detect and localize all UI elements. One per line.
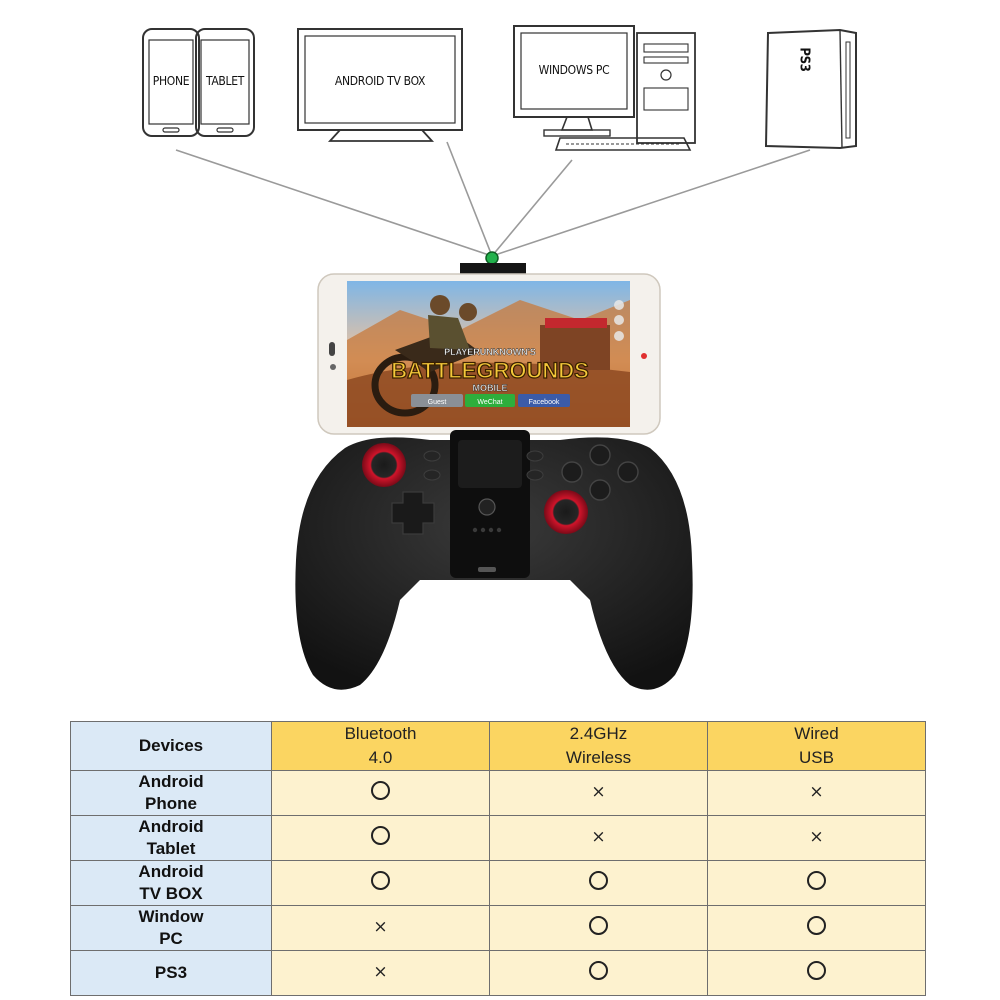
devices-header: Devices xyxy=(70,721,272,771)
home-button[interactable] xyxy=(478,498,496,516)
dpad[interactable] xyxy=(391,491,435,535)
game-title-main: BATTLEGROUNDS xyxy=(391,358,589,383)
compat-cell xyxy=(707,860,926,906)
wechat-button-label: WeChat xyxy=(477,399,502,406)
line-ps3 xyxy=(491,149,811,257)
compat-cell xyxy=(489,950,708,996)
supported-circle-icon xyxy=(589,916,608,935)
compat-cell: × xyxy=(489,770,708,816)
supported-circle-icon xyxy=(371,826,390,845)
player-leds xyxy=(472,527,502,533)
button-b xyxy=(617,461,639,483)
tv-icon xyxy=(297,28,463,142)
not-supported-cross-icon: × xyxy=(373,962,388,982)
facebook-button[interactable] xyxy=(518,394,570,407)
compat-cell xyxy=(271,815,490,861)
guest-button[interactable] xyxy=(411,394,463,407)
line-pc xyxy=(491,159,573,257)
facebook-button-label: Facebook xyxy=(529,399,560,406)
not-supported-cross-icon: × xyxy=(809,827,824,847)
connection-lines xyxy=(175,141,811,257)
game-title-sub: MOBILE xyxy=(473,383,508,393)
compat-cell: × xyxy=(707,815,926,861)
supported-circle-icon xyxy=(371,781,390,800)
tablet-label: TABLET xyxy=(205,74,245,88)
button-y xyxy=(589,444,611,466)
ps3-label: PS3 xyxy=(796,47,812,72)
ps3-console-icon xyxy=(764,28,857,150)
supported-circle-icon xyxy=(589,961,608,980)
phone-icon xyxy=(142,28,200,137)
device-icons-diagram xyxy=(142,25,857,265)
clamp-top xyxy=(460,263,526,275)
compat-cell xyxy=(271,770,490,816)
pc-icon xyxy=(513,25,696,151)
line-tvbox xyxy=(446,141,493,257)
compat-cell: × xyxy=(271,950,490,996)
usb-port xyxy=(478,567,496,572)
compat-cell xyxy=(707,950,926,996)
supported-circle-icon xyxy=(589,871,608,890)
table-row: PS3 × xyxy=(70,950,926,996)
supported-circle-icon xyxy=(371,871,390,890)
controller-illustration: PLAYERUNKNOWN'S BATTLEGROUNDS MOBILE Gue… xyxy=(295,263,693,690)
guest-button-label: Guest xyxy=(428,399,447,406)
wechat-button[interactable] xyxy=(465,394,515,407)
tv-box-label: ANDROID TV BOX xyxy=(334,74,426,88)
right-analog-stick[interactable] xyxy=(544,490,588,534)
compat-cell: × xyxy=(489,815,708,861)
phone-in-holder: PLAYERUNKNOWN'S BATTLEGROUNDS MOBILE Gue… xyxy=(317,273,661,435)
not-supported-cross-icon: × xyxy=(591,827,606,847)
button-a xyxy=(589,479,611,501)
compat-cell xyxy=(489,860,708,906)
button-x xyxy=(561,461,583,483)
compat-cell: × xyxy=(271,905,490,951)
compat-cell xyxy=(489,905,708,951)
compat-cell xyxy=(271,860,490,906)
supported-circle-icon xyxy=(807,961,826,980)
small-buttons[interactable] xyxy=(423,450,544,481)
pc-label: WINDOWS PC xyxy=(538,63,610,77)
left-analog-stick[interactable] xyxy=(362,443,406,487)
face-buttons[interactable] xyxy=(561,444,639,501)
line-phone xyxy=(175,149,493,257)
game-title-top: PLAYERUNKNOWN'S xyxy=(444,347,536,357)
not-supported-cross-icon: × xyxy=(591,782,606,802)
not-supported-cross-icon: × xyxy=(809,782,824,802)
not-supported-cross-icon: × xyxy=(373,917,388,937)
supported-circle-icon xyxy=(807,871,826,890)
compat-cell: × xyxy=(707,770,926,816)
compat-cell xyxy=(707,905,926,951)
tablet-icon xyxy=(195,28,255,137)
phone-label: PHONE xyxy=(152,74,190,88)
supported-circle-icon xyxy=(807,916,826,935)
row-header: PS3 xyxy=(70,950,272,996)
